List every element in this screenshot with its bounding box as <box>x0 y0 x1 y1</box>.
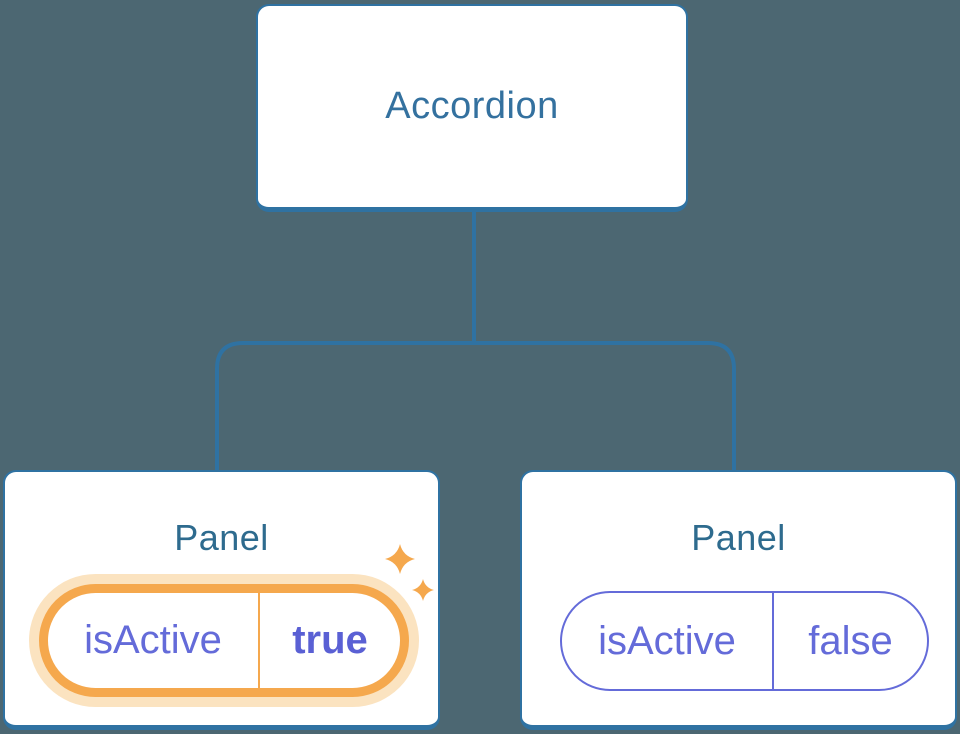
state-key: isActive <box>84 618 222 662</box>
connector-branch <box>215 341 736 471</box>
state-pill-active: isActive true <box>39 584 409 697</box>
state-key: isActive <box>598 618 736 663</box>
pill-divider <box>772 593 774 689</box>
panel-node-label: Panel <box>691 517 786 558</box>
accordion-node-label: Accordion <box>385 85 559 127</box>
state-pill-inactive: isActive false <box>560 591 929 691</box>
accordion-node: Accordion <box>256 4 688 212</box>
panel-node-label: Panel <box>174 517 269 558</box>
panel-node-active: Panel isActive true <box>3 470 440 730</box>
state-value: false <box>808 618 893 663</box>
state-value: true <box>292 618 368 662</box>
panel-node-inactive: Panel isActive false <box>520 470 957 730</box>
pill-divider <box>258 593 260 688</box>
sparkles-icon <box>385 544 434 601</box>
